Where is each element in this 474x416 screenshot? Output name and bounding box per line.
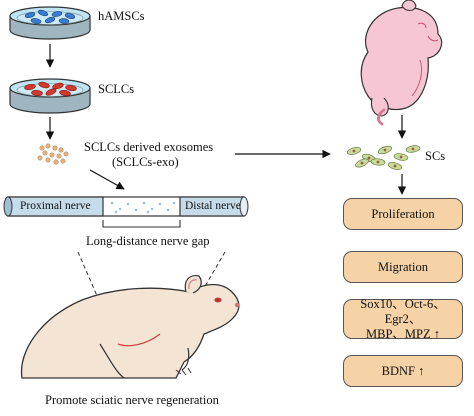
exosomes-label-line1: SCLCs derived exosomes [84, 140, 214, 154]
gap-brace [102, 220, 181, 228]
arrow-exosomes-to-nerve [89, 169, 125, 190]
scs-label: SCs [425, 149, 446, 163]
exosome-cluster [37, 143, 69, 165]
caption-label: Promote sciatic nerve regeneration [45, 393, 219, 407]
bdnf-up-arrow-icon: ↑ [418, 363, 425, 378]
markers-line1: Sox10、Oct-6、Egr2、 [360, 296, 446, 326]
migration-box: Migration [343, 251, 463, 283]
markers-up-arrow-icon: ↑ [433, 326, 440, 341]
markers-line2: MBP、MPZ [366, 326, 431, 341]
gap-exosomes [110, 201, 176, 214]
rat-incision [117, 333, 161, 347]
hamsc-cells [24, 9, 76, 24]
hamscs-label: hAMSCs [98, 9, 145, 23]
rat-hind-leg [99, 343, 125, 379]
migration-label: Migration [378, 259, 428, 274]
sc-cells [346, 145, 421, 170]
sclc-cells [24, 81, 77, 97]
rat-eye [214, 297, 222, 303]
rat-front-leg [181, 347, 190, 371]
pup-eye [417, 22, 427, 29]
proliferation-label: Proliferation [371, 206, 435, 221]
proximal-nerve-label: Proximal nerve [20, 200, 91, 212]
rat-nose [234, 302, 240, 308]
nerve-conduit [3, 196, 249, 217]
gap-label: Long-distance nerve gap [86, 234, 210, 248]
markers-line2-wrap: MBP、MPZ ↑ [366, 327, 440, 342]
sclc-dish [9, 78, 91, 114]
bdnf-box: BDNF ↑ [343, 355, 463, 387]
proliferation-box: Proliferation [343, 198, 463, 230]
pup-illustration [360, 0, 443, 126]
rat-illustration [20, 275, 240, 379]
markers-box: Sox10、Oct-6、Egr2、 MBP、MPZ ↑ [343, 296, 463, 342]
bdnf-label: BDNF [381, 363, 415, 378]
sclcs-label: SCLCs [98, 82, 135, 96]
hamsc-dish [9, 6, 91, 40]
exosomes-label-line2: (SCLCs-exo) [112, 155, 179, 169]
distal-nerve-label: Distal nerve [185, 200, 241, 212]
pup-ear [401, 0, 417, 12]
pup-tail [377, 108, 386, 126]
pup-front-leg [411, 59, 423, 97]
